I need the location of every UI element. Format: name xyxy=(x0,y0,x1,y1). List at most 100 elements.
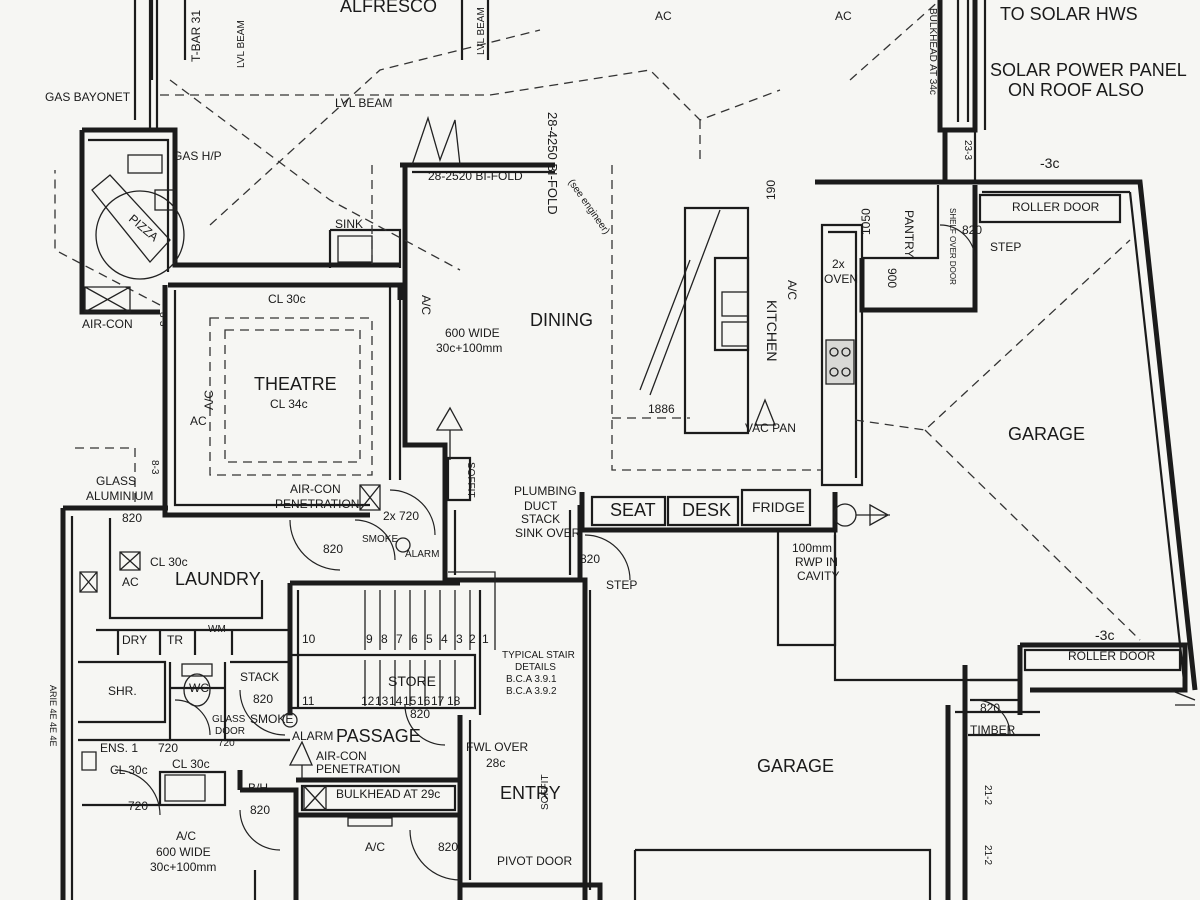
label-aircon-pen-2a: AIR-CON xyxy=(316,749,367,763)
label-stair-top-2: 8 xyxy=(381,632,388,646)
label-roller-door-mid: ROLLER DOOR xyxy=(1068,649,1156,663)
label-passage: PASSAGE xyxy=(336,726,421,746)
label-stair-10: 10 xyxy=(302,632,316,646)
label-laundry: LAUNDRY xyxy=(175,569,261,589)
label-step-top: STEP xyxy=(990,240,1021,254)
label-garage-mid: GARAGE xyxy=(757,756,834,776)
label-door-820-store: 820 xyxy=(410,707,430,721)
label-stair-top-8: 2 xyxy=(469,632,476,646)
label-smoke-alarm-1b: ALARM xyxy=(405,549,439,560)
label-stair-top-7: 3 xyxy=(456,632,463,646)
label-door-820-step: 820 xyxy=(580,552,600,566)
label-step-mid: STEP xyxy=(606,578,637,592)
label-oven-1: 2x xyxy=(832,257,845,271)
label-shelf-over-door: SHELF OVER DOOR xyxy=(948,208,957,285)
label-tr: TR xyxy=(167,633,183,647)
label-door-820-pantry: 820 xyxy=(962,223,982,237)
label-stair-top-3: 7 xyxy=(396,632,403,646)
label-door-720-lower: 720 xyxy=(128,799,148,813)
label-stair-top-4: 6 xyxy=(411,632,418,646)
label-ens1: ENS. 1 xyxy=(100,741,138,755)
label-ac-theatre-wall: A/C xyxy=(202,390,216,410)
label-stair-details-3: B.C.A 3.9.1 xyxy=(506,674,557,685)
label-dim-3c-top: -3c xyxy=(1040,155,1059,171)
label-stair-top-9: 1 xyxy=(482,632,489,646)
label-aircon-pen-1b: PENETRATION xyxy=(275,497,359,511)
label-bifold-2520: 28-2520 BI-FOLD xyxy=(428,169,523,183)
label-plumbing-3: STACK xyxy=(521,512,560,526)
label-store: STORE xyxy=(388,673,436,689)
label-solar-panel-1: SOLAR POWER PANEL xyxy=(990,60,1187,80)
label-glass-door-3: 720 xyxy=(218,738,235,749)
label-door-820-hall: 820 xyxy=(323,542,343,556)
label-alfresco: ALFRESCO xyxy=(340,0,437,16)
label-gas-bayonet: GAS BAYONET xyxy=(45,90,131,104)
label-dim-900: 900 xyxy=(885,268,899,288)
label-smoke-alarm-2b: ALARM xyxy=(292,729,333,743)
label-fwl-over-2: 28c xyxy=(486,756,505,770)
label-smoke-alarm-2a: SMOKE xyxy=(250,712,293,726)
label-stair-bot-7: 18 xyxy=(447,694,461,708)
label-theatre: THEATRE xyxy=(254,374,337,394)
label-600-wide-ens-1: 600 WIDE xyxy=(156,845,211,859)
label-stair-details-1: TYPICAL STAIR xyxy=(502,650,575,661)
label-shr: SHR. xyxy=(108,684,137,698)
label-ac-kitchen: A/C xyxy=(785,280,799,300)
label-cl-30c-theatre: CL 30c xyxy=(268,292,306,306)
label-gas-hp: GAS H/P xyxy=(173,149,222,163)
label-glass-alum-1: GLASS xyxy=(96,474,136,488)
label-600-wide-dining-2: 30c+100mm xyxy=(436,341,502,355)
label-ac-top-1: AC xyxy=(655,9,672,23)
label-desk: DESK xyxy=(682,500,731,520)
label-lvl-beam-left: LVL BEAM xyxy=(236,20,247,68)
label-plumbing-1: PLUMBING xyxy=(514,484,577,498)
label-solar-panel-2: ON ROOF ALSO xyxy=(1008,80,1144,100)
label-cl-30c-ens: CL 30c xyxy=(110,763,148,777)
label-stair-11: 11 xyxy=(302,694,315,708)
label-stair-bot-5: 16 xyxy=(417,694,431,708)
label-stair-bot-1: 12 xyxy=(361,694,375,708)
label-glass-door-2: DOOR xyxy=(215,726,245,737)
label-plumbing-2: DUCT xyxy=(524,499,558,513)
label-stair-bot-3: 14 xyxy=(389,694,403,708)
label-stair-top-5: 5 xyxy=(426,632,433,646)
label-garage-right: GARAGE xyxy=(1008,424,1085,444)
label-cl-34c: CL 34c xyxy=(270,397,308,411)
label-fridge: FRIDGE xyxy=(752,499,805,515)
label-dim-190: 190 xyxy=(764,180,778,200)
label-stair-bot-6: 17 xyxy=(431,694,445,708)
label-door-820-wc: 820 xyxy=(253,692,273,706)
label-lvl-beam-mid: LVL BEAM xyxy=(476,7,487,55)
label-kitchen: KITCHEN xyxy=(764,300,780,361)
label-pivot-door: PIVOT DOOR xyxy=(497,854,572,868)
label-stack: STACK xyxy=(240,670,279,684)
label-dining: DINING xyxy=(530,310,593,330)
label-ac-wall-dining: A/C xyxy=(419,295,433,315)
label-door-820-entry: 820 xyxy=(438,840,458,854)
label-cl-30c-laundry: CL 30c xyxy=(150,555,188,569)
label-seat: SEAT xyxy=(610,500,656,520)
label-stair-top-1: 9 xyxy=(366,632,373,646)
label-stair-details-2: DETAILS xyxy=(515,662,556,673)
label-soffit-2: SOFFIT xyxy=(540,774,551,810)
label-bulkhead-34: BULKHEAD AT 34c xyxy=(927,8,938,95)
label-dim-8-3a: 8-3 xyxy=(157,312,168,327)
label-side-code: ARIE 4E 4E 4E xyxy=(48,685,58,747)
label-dim-1886: 1886 xyxy=(648,402,675,416)
label-door-720-ens: 720 xyxy=(158,741,178,755)
label-air-con-left: AIR-CON xyxy=(82,317,133,331)
label-aircon-pen-1a: AIR-CON xyxy=(290,482,341,496)
label-entry: ENTRY xyxy=(500,783,561,803)
label-bh: B/H xyxy=(248,781,268,795)
label-oven-2: OVEN xyxy=(824,272,858,286)
label-bulkhead-29: BULKHEAD AT 29c xyxy=(336,787,440,801)
label-dim-8-3b: 8-3 xyxy=(149,460,160,475)
label-ac-laundry: AC xyxy=(122,575,139,589)
labels: ALFRESCO T-BAR 31 LVL BEAM LVL BEAM 28-4… xyxy=(45,0,1187,874)
label-vac-pan: VAC PAN xyxy=(745,421,796,435)
label-door-820-timber: 820 xyxy=(980,701,1000,715)
label-dry: DRY xyxy=(122,633,147,647)
label-dim-3c-mid: -3c xyxy=(1095,627,1114,643)
